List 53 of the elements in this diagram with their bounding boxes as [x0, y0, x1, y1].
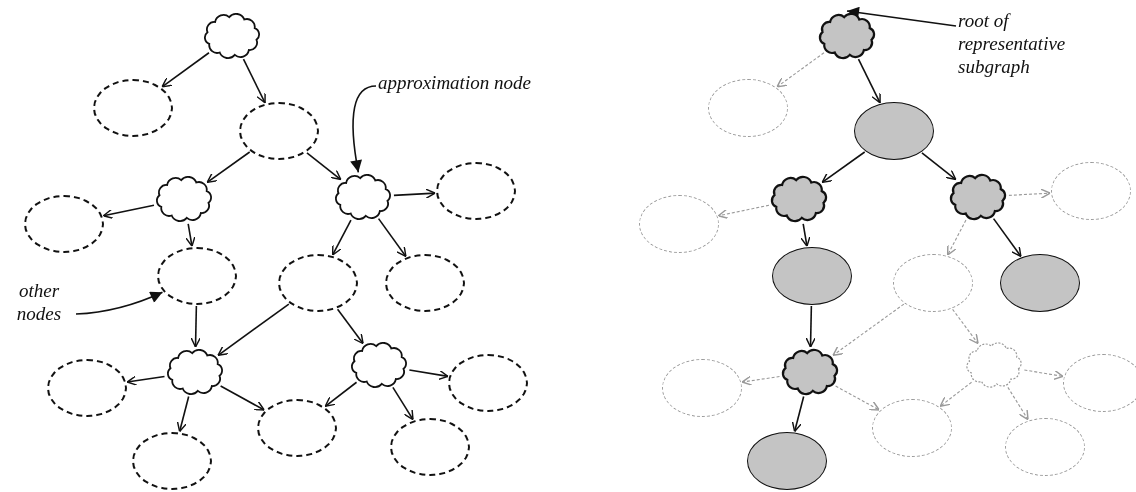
arrow — [1008, 188, 1051, 199]
arrow — [1023, 369, 1064, 381]
cloud-node — [769, 175, 829, 223]
arrow — [921, 152, 957, 181]
arrow — [324, 381, 358, 408]
arrow — [331, 219, 352, 256]
leader-line — [75, 291, 164, 315]
arrow — [835, 385, 880, 411]
leader-line — [350, 85, 377, 174]
cloud-node — [349, 341, 409, 389]
arrow — [377, 217, 407, 258]
arrow — [800, 222, 811, 248]
ellipse-node — [854, 102, 934, 160]
arrow — [217, 303, 290, 357]
arrow — [161, 51, 210, 88]
arrow — [242, 58, 266, 104]
annotation-text: root of representative subgraph — [958, 10, 1080, 79]
cloud-node — [165, 348, 225, 396]
cloud-node — [948, 173, 1008, 221]
arrow — [102, 204, 155, 220]
annotation-text: other nodes — [4, 280, 74, 326]
arrow — [176, 395, 190, 433]
arrow — [717, 204, 770, 220]
arrow — [219, 385, 265, 411]
arrow — [336, 308, 364, 345]
leader-line — [846, 6, 957, 27]
arrow — [939, 381, 973, 407]
arrow — [392, 386, 414, 421]
cloud-node — [202, 12, 262, 60]
arrow — [832, 303, 905, 356]
arrow — [393, 188, 436, 199]
arrow — [126, 375, 166, 386]
arrow — [821, 151, 866, 184]
arrow — [741, 375, 781, 386]
arrow — [791, 395, 805, 433]
arrow — [185, 222, 196, 248]
arrow — [1007, 386, 1029, 421]
arrow — [306, 152, 342, 181]
arrow — [190, 305, 201, 348]
arrow — [408, 369, 449, 381]
arrow — [776, 52, 825, 88]
cloud-node — [154, 175, 214, 223]
arrow — [946, 219, 967, 256]
arrow — [805, 305, 816, 348]
arrow — [992, 217, 1022, 258]
cloud-node — [964, 341, 1024, 389]
arrow — [206, 151, 251, 184]
arrow — [952, 308, 979, 345]
cloud-node — [780, 348, 840, 396]
arrow — [857, 58, 881, 104]
annotation-text: approximation node — [378, 72, 563, 95]
cloud-node — [817, 12, 877, 60]
cloud-node — [333, 173, 393, 221]
